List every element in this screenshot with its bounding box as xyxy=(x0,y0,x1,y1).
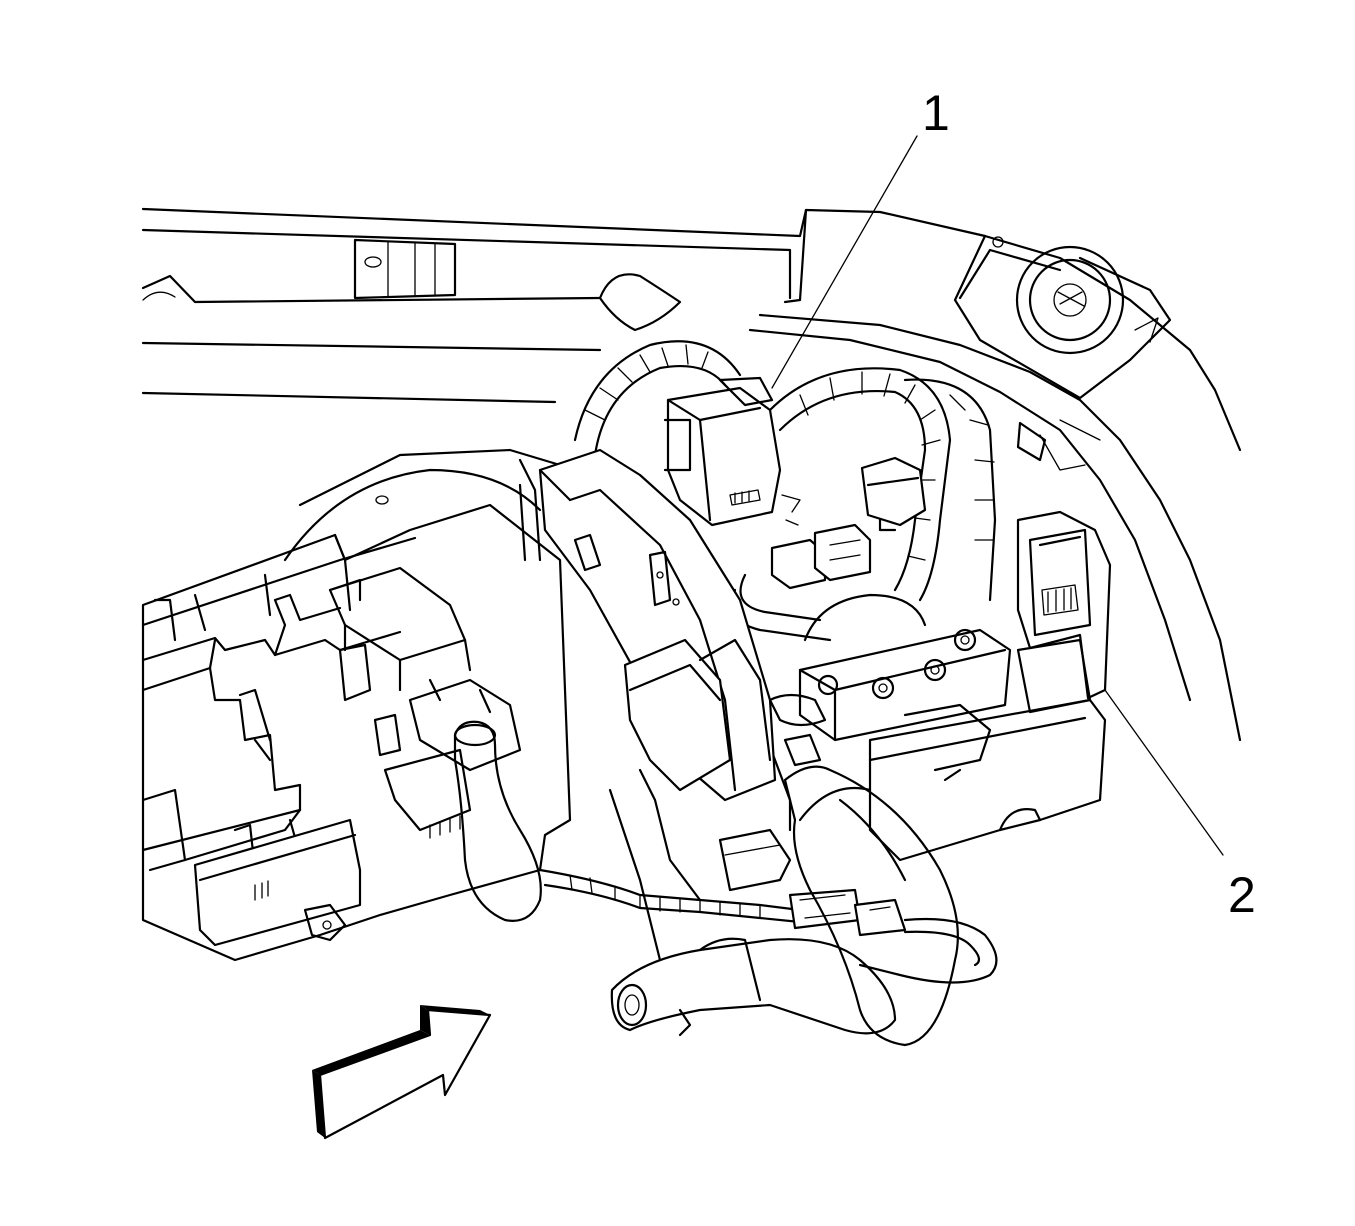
mounting-bracket xyxy=(283,448,792,962)
center-connectors xyxy=(770,456,927,590)
strut-tower xyxy=(953,234,1172,400)
leader-line-1 xyxy=(771,135,918,389)
connector-2 xyxy=(1016,510,1112,714)
upper-cowl-panel xyxy=(141,207,1242,742)
view-direction-arrow-icon xyxy=(312,1005,492,1140)
callout-leader-lines xyxy=(771,135,1224,856)
lower-hoses-harness xyxy=(453,693,998,1047)
callout-2: 2 xyxy=(1228,867,1256,923)
callout-1: 1 xyxy=(922,85,950,141)
fuse-relay-block xyxy=(141,503,572,962)
connector-1 xyxy=(663,376,801,527)
engine-wiring-harness xyxy=(573,340,997,642)
leader-line-2 xyxy=(1104,689,1224,856)
abs-modulator xyxy=(798,593,1107,862)
relay-cells xyxy=(238,495,522,839)
